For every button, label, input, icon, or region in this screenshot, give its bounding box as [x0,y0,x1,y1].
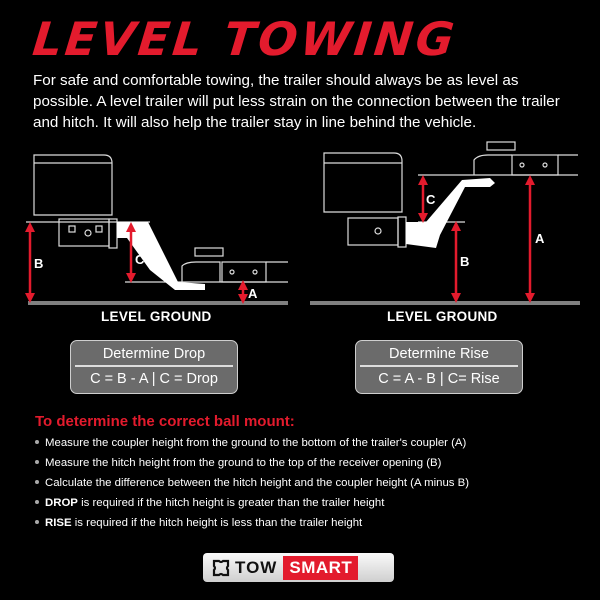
rise-ball-mount [406,178,495,248]
label-b-left: B [34,256,43,271]
brand-smart: SMART [283,555,359,580]
drop-formula-heading: Determine Drop [102,346,206,362]
ground-label-right: LEVEL GROUND [387,309,498,324]
rise-arrows [418,175,535,303]
drop-formula-equation: C = B - A | C = Drop [90,370,218,387]
list-item: DROP is required if the hitch height is … [35,493,469,513]
steps-title: To determine the correct ball mount: [35,413,295,430]
bullet-icon [35,499,39,504]
rise-formula-box: Determine Rise C = A - B | C= Rise [355,340,523,394]
divider [360,365,518,367]
divider [75,365,233,367]
bullet-icon [35,479,39,484]
list-item: Measure the coupler height from the grou… [35,433,469,453]
bullet-icon [35,519,39,524]
steps-list: Measure the coupler height from the grou… [35,433,469,533]
intro-paragraph: For safe and comfortable towing, the tra… [33,72,560,131]
towing-diagrams: B C A C B A [25,141,580,305]
page-title: LEVEL TOWING [30,12,460,66]
bullet-icon [35,459,39,464]
drop-arrows [25,222,248,304]
label-c-left: C [135,252,145,267]
list-item: Calculate the difference between the hit… [35,473,469,493]
label-c-right: C [426,192,436,207]
hitch-icon [212,559,230,576]
drop-ball-mount [117,222,205,290]
ground-label-left: LEVEL GROUND [101,309,212,324]
rise-formula-heading: Determine Rise [389,346,489,362]
label-b-right: B [460,254,469,269]
brand-tow: TOW [235,557,278,577]
list-item: Measure the hitch height from the ground… [35,453,469,473]
towsmart-logo: TOW SMART [203,553,394,582]
label-a-right: A [535,231,545,246]
drop-diagram [26,154,288,305]
list-item: RISE is required if the hitch height is … [35,513,469,533]
label-a-left: A [248,286,258,301]
rise-formula-equation: C = A - B | C= Rise [378,370,500,387]
drop-formula-box: Determine Drop C = B - A | C = Drop [70,340,238,394]
bullet-icon [35,439,39,444]
